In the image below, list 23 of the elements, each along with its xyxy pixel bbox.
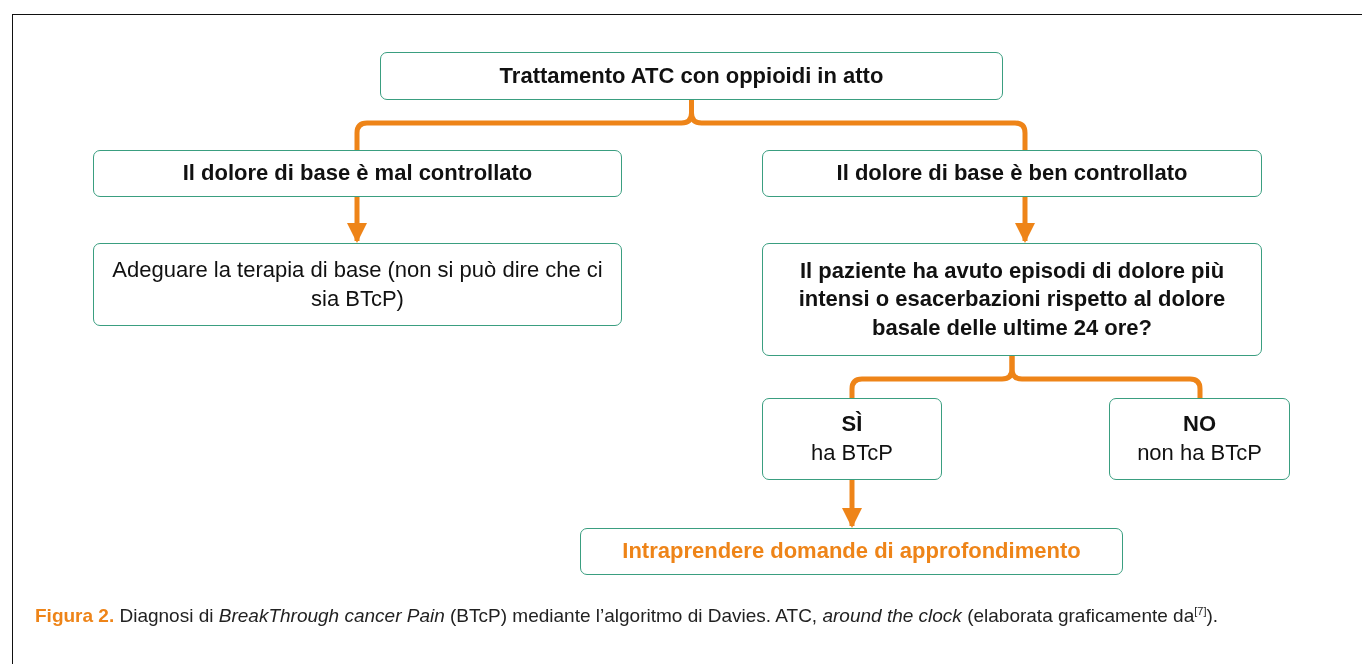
box-text: ha BTcP	[811, 439, 893, 467]
decision-box	[1109, 398, 1290, 480]
process-box	[93, 150, 622, 197]
box-text: Intraprendere domande di approfondimento	[622, 537, 1081, 566]
box-text: NO	[1183, 410, 1216, 439]
box-text: Adeguare la terapia di base (non si può dire che ci sia BTcP)	[111, 255, 604, 313]
box-text: Il paziente ha avuto episodi di dolore più intensi o esacerbazioni rispetto al dolore basale delle ultime 24 ore?	[797, 256, 1227, 342]
figure-caption: Figura 2. Diagnosi di BreakThrough cancer Pain (BTcP) mediante l’algoritmo di Davies. ATC, around the clock (elaborata graficamente da$^{[7]}$).	[35, 604, 1220, 629]
connector-line	[1009, 356, 1203, 398]
box-text: Trattamento ATC con oppioidi in atto	[499, 61, 884, 90]
box-text: SÌ	[841, 410, 863, 439]
process-box	[762, 243, 1262, 356]
arrow	[347, 197, 367, 243]
arrow	[1015, 197, 1035, 243]
arrow	[842, 480, 862, 528]
process-box	[762, 150, 1262, 197]
box-text: non ha BTcP	[1137, 439, 1262, 467]
box-text: Il dolore di base è mal controllato	[182, 159, 533, 188]
box-text: Il dolore di base è ben controllato	[836, 159, 1188, 188]
process-box	[380, 52, 1003, 100]
decision-box	[762, 398, 942, 480]
action-box	[580, 528, 1123, 575]
process-box	[93, 243, 622, 326]
